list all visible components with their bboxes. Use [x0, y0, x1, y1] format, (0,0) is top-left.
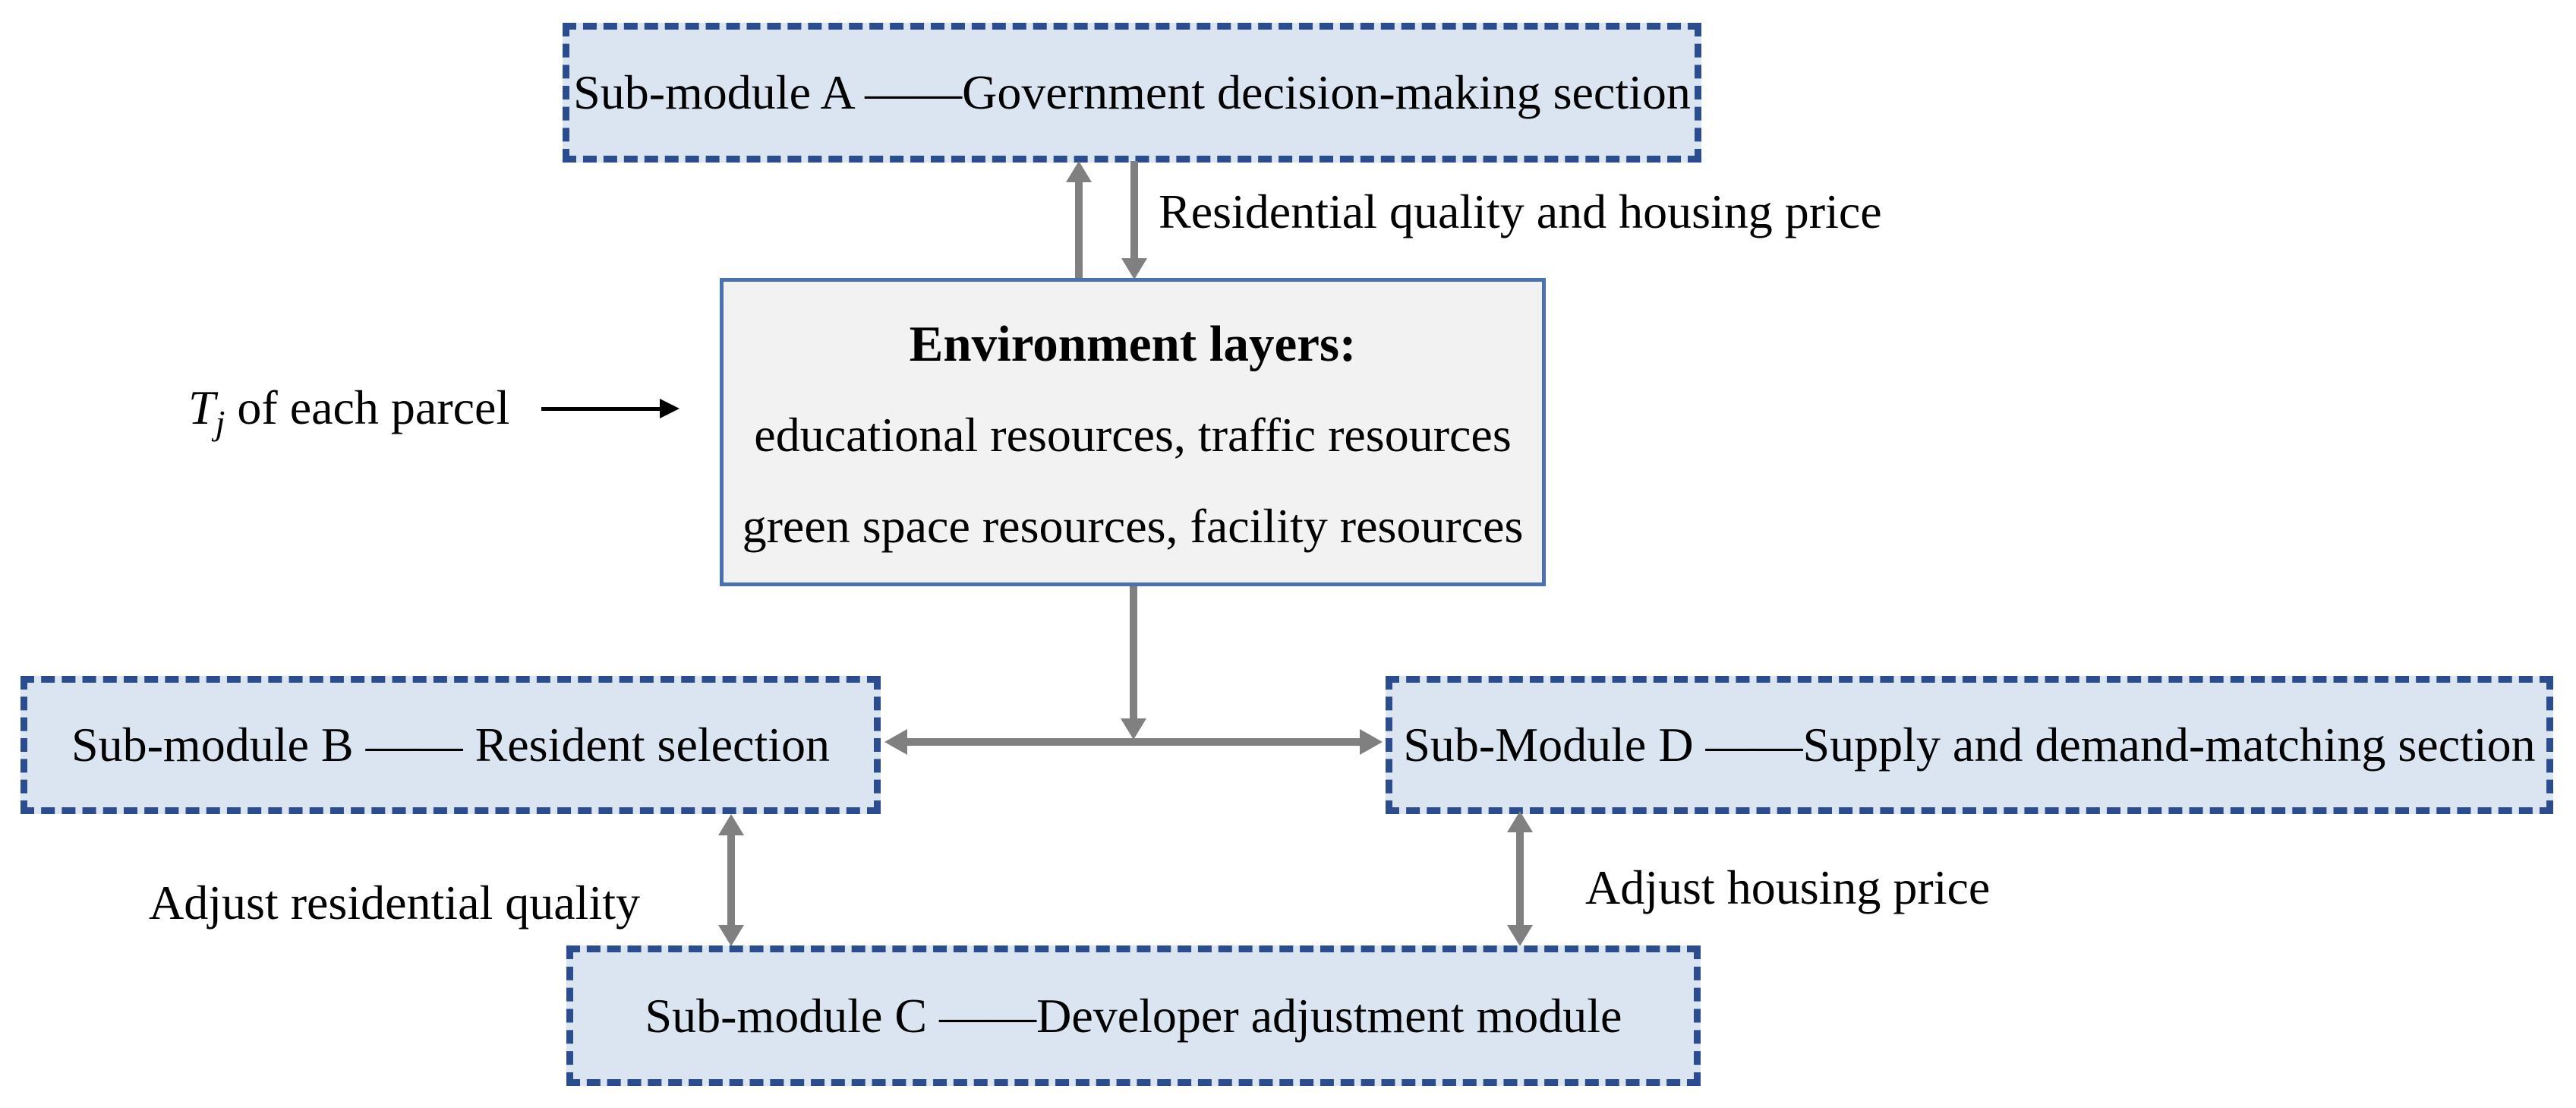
arrow-shaft	[1075, 179, 1083, 279]
module-c-label: Sub-module C ——Developer adjustment modu…	[645, 988, 1622, 1043]
arrow-shaft	[904, 738, 1363, 746]
module-a-box: Sub-module A ——Government decision-makin…	[563, 23, 1701, 163]
arrow-tj-to-env-icon	[541, 399, 679, 418]
module-b-label: Sub-module B —— Resident selection	[71, 718, 830, 772]
label-adjust-residential-quality: Adjust residential quality	[149, 876, 640, 930]
module-b-box: Sub-module B —— Resident selection	[20, 676, 881, 814]
environment-resources-line-1: educational resources, traffic resources	[754, 408, 1512, 462]
arrow-head-down	[718, 925, 744, 946]
arrow-head-down	[1121, 718, 1146, 740]
label-tj-of-each-parcel: Tj of each parcel	[188, 378, 509, 453]
arrow-head-up	[1066, 161, 1092, 182]
arrow-shaft	[727, 832, 735, 928]
arrow-head-left	[884, 729, 907, 755]
arrow-shaft	[1130, 586, 1137, 721]
arrow-env-to-junction-icon	[1121, 586, 1146, 740]
arrow-shaft	[1516, 829, 1524, 928]
arrow-head-up	[1507, 811, 1533, 832]
arrow-head-down	[1507, 925, 1533, 946]
tj-rest-text: of each parcel	[225, 380, 510, 434]
label-residential-quality-housing-price: Residential quality and housing price	[1159, 185, 1882, 238]
arrow-head-down	[1121, 258, 1147, 279]
arrow-head-right	[660, 399, 679, 418]
tj-symbol: T	[188, 380, 216, 434]
arrow-d-c-double-icon	[1507, 811, 1533, 946]
arrow-shaft	[541, 407, 663, 411]
tj-subscript: j	[215, 403, 225, 442]
module-a-label: Sub-module A ——Government decision-makin…	[573, 65, 1691, 119]
module-c-box: Sub-module C ——Developer adjustment modu…	[566, 945, 1701, 1086]
label-adjust-housing-price: Adjust housing price	[1585, 860, 1991, 914]
module-d-box: Sub-Module D ——Supply and demand-matchin…	[1386, 676, 2553, 814]
arrow-env-to-module-a-icon	[1066, 161, 1092, 279]
arrow-shaft	[1130, 161, 1138, 261]
environment-title: Environment layers:	[909, 316, 1357, 372]
arrow-head-right	[1360, 729, 1383, 755]
arrow-head-up	[718, 814, 744, 835]
arrow-b-c-double-icon	[718, 814, 744, 946]
arrow-module-a-to-env-icon	[1121, 161, 1147, 279]
environment-box: Environment layers: educational resource…	[720, 278, 1546, 586]
arrow-b-d-double-icon	[884, 729, 1383, 755]
module-d-label: Sub-Module D ——Supply and demand-matchin…	[1403, 718, 2536, 772]
environment-resources-line-2: green space resources, facility resource…	[742, 499, 1524, 553]
